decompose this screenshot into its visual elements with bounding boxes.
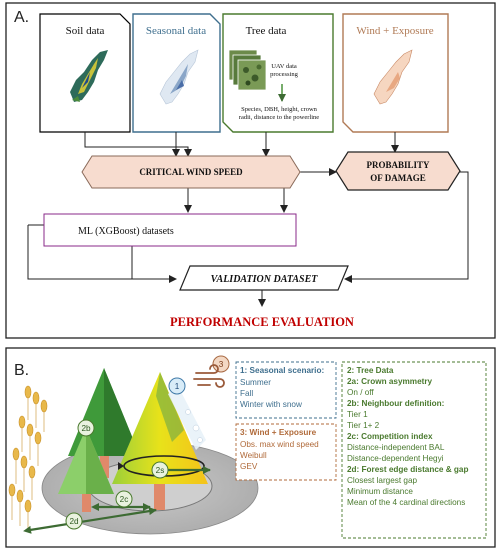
- forest-edge-heading: 2d: Forest edge distance & gap: [347, 465, 468, 474]
- wind-item: Obs. max wind speed: [240, 440, 319, 449]
- doc-wind-title: Wind + Exposure: [356, 25, 433, 37]
- doc-tree-title: Tree data: [246, 25, 287, 37]
- wind-heading: 3: Wind + Exposure: [240, 428, 317, 437]
- panel-a-letter: A.: [14, 9, 29, 26]
- seasonal-item: Winter with snow: [240, 400, 302, 409]
- uav-caption-line2: processing: [270, 71, 299, 78]
- svg-text:3: 3: [219, 360, 224, 369]
- svg-text:2c: 2c: [120, 495, 129, 504]
- doc-soil-title: Soil data: [66, 25, 105, 37]
- tree-attributes-line1: Species, DBH, height, crown: [241, 106, 318, 113]
- svg-text:1: 1: [175, 382, 180, 391]
- crown-asymmetry-item: On / off: [347, 388, 374, 397]
- probability-box: PROBABILITY OF DAMAGE: [336, 152, 460, 190]
- wind-item: GEV: [240, 462, 258, 471]
- seasonal-scenario-box: 1: Seasonal scenario: Summer Fall Winter…: [236, 362, 336, 418]
- doc-soil-data: Soil data: [40, 14, 130, 132]
- doc-seasonal-data: Seasonal data: [133, 14, 220, 132]
- seasonal-heading: 1: Seasonal scenario:: [240, 366, 324, 375]
- svg-text:2s: 2s: [156, 466, 165, 475]
- tree-attributes-line2: radii, distance to the powerline: [239, 114, 319, 121]
- neighbour-item: Tier 1+ 2: [347, 421, 380, 430]
- validation-dataset-label: VALIDATION DATASET: [211, 274, 319, 285]
- ml-datasets-label: ML (XGBoost) datasets: [78, 226, 174, 237]
- wind-item: Weibull: [240, 451, 267, 460]
- tree-heading: 2: Tree Data: [347, 366, 394, 375]
- uav-images: [229, 50, 266, 90]
- panel-b-letter: B.: [14, 362, 29, 379]
- badge-1: 1: [169, 378, 185, 394]
- critical-wind-speed-label: CRITICAL WIND SPEED: [139, 167, 243, 177]
- seasonal-item: Summer: [240, 378, 271, 387]
- doc-tree-data: Tree data UAV data processing Species, D…: [223, 14, 333, 132]
- forest-edge-item: Closest largest gap: [347, 476, 418, 485]
- svg-text:2d: 2d: [69, 517, 79, 526]
- wind-exposure-box: 3: Wind + Exposure Obs. max wind speed W…: [236, 424, 336, 480]
- uav-caption-line1: UAV data: [271, 63, 297, 70]
- badge-2c: 2c: [116, 491, 132, 507]
- competition-heading: 2c: Competition index: [347, 432, 433, 441]
- forest-edge-item: Minimum distance: [347, 487, 413, 496]
- critical-wind-speed-box: CRITICAL WIND SPEED: [82, 156, 300, 188]
- seasonal-item: Fall: [240, 389, 253, 398]
- svg-text:2b: 2b: [81, 424, 91, 433]
- competition-item: Distance-dependent Hegyi: [347, 454, 444, 463]
- badge-2d: 2d: [66, 513, 82, 529]
- tree-data-box: 2: Tree Data 2a: Crown asymmetry On / of…: [342, 362, 486, 538]
- probability-label-line1: PROBABILITY: [366, 160, 430, 170]
- doc-seasonal-title: Seasonal data: [146, 25, 206, 37]
- crown-asymmetry-heading: 2a: Crown asymmetry: [347, 377, 433, 386]
- validation-dataset-box: VALIDATION DATASET: [180, 266, 348, 290]
- badge-2b: 2b: [78, 420, 94, 436]
- doc-wind-exposure: Wind + Exposure: [343, 14, 448, 132]
- forest-edge-item: Mean of the 4 cardinal directions: [347, 498, 465, 507]
- neighbour-heading: 2b: Neighbour definition:: [347, 399, 444, 408]
- neighbour-item: Tier 1: [347, 410, 368, 419]
- probability-label-line2: OF DAMAGE: [370, 173, 425, 183]
- badge-3: 3: [213, 356, 229, 372]
- badge-2s: 2s: [152, 462, 168, 478]
- ml-datasets-box: ML (XGBoost) datasets: [44, 214, 296, 246]
- competition-item: Distance-independent BAL: [347, 443, 445, 452]
- performance-evaluation-label: PERFORMANCE EVALUATION: [170, 315, 354, 329]
